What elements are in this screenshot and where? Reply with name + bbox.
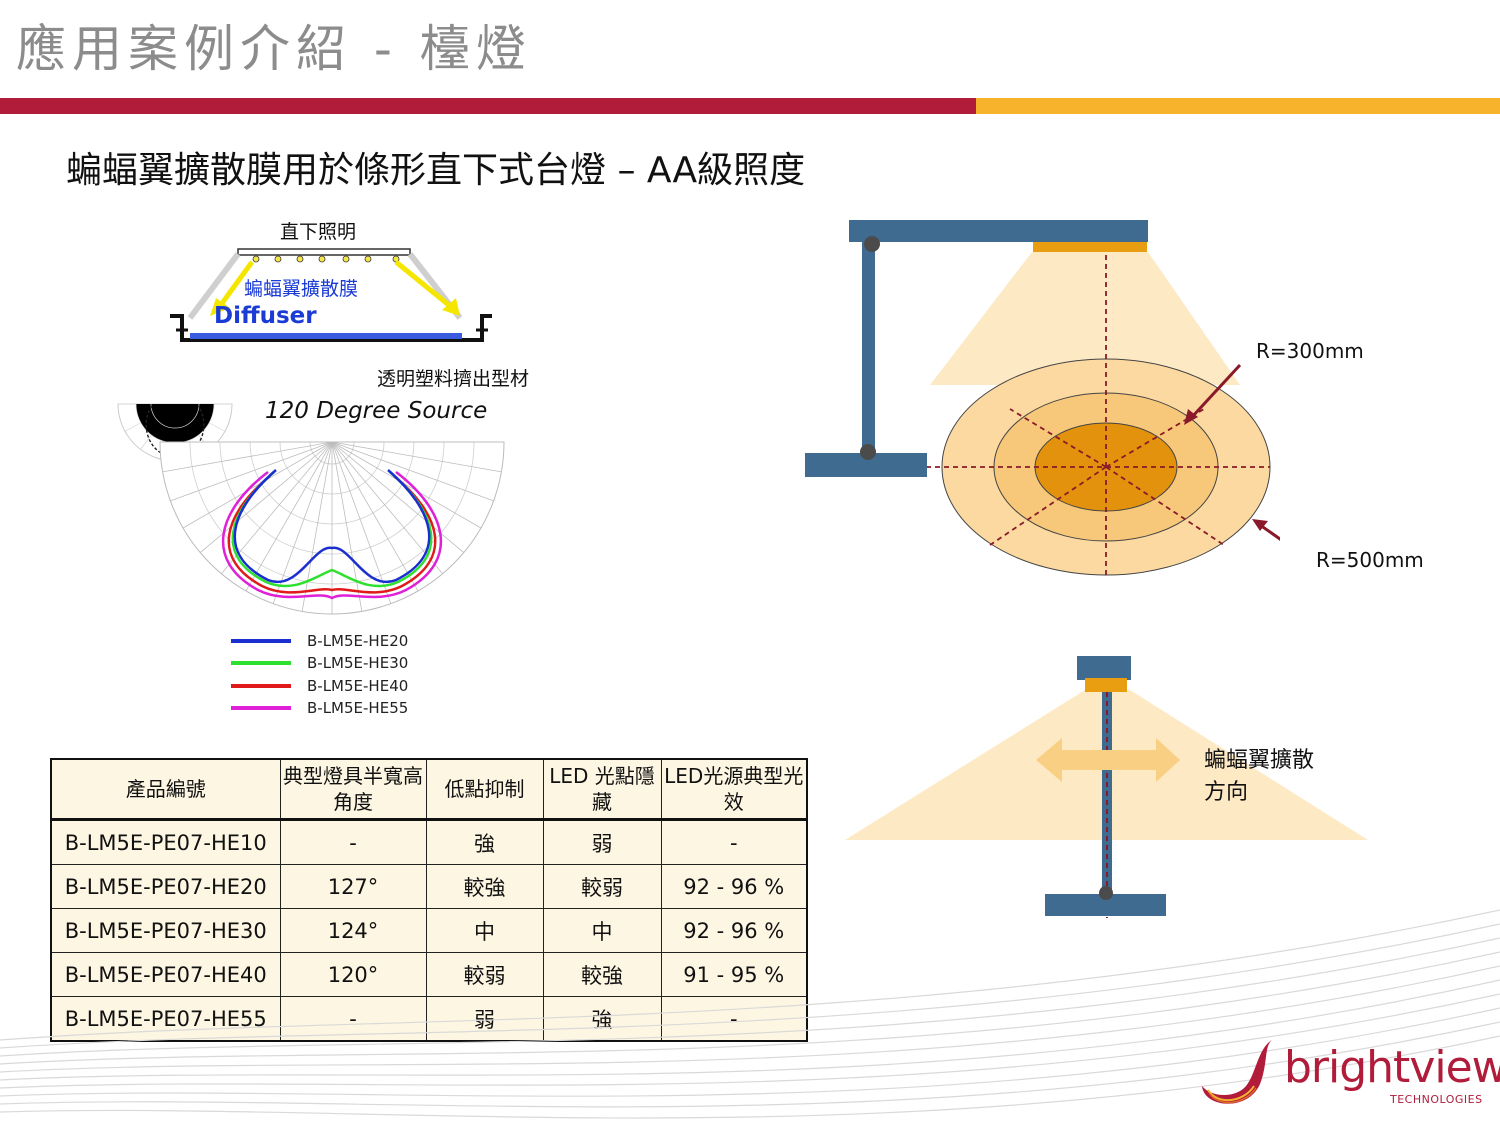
cell-angle: 124°: [279, 908, 427, 953]
cell-suppression: 強: [425, 819, 544, 865]
legend-item-he30: B-LM5E-HE30: [231, 652, 408, 674]
slide-subtitle: 蝙蝠翼擴散膜用於條形直下式台燈 – AA級照度: [66, 150, 806, 191]
brightview-logo-icon: [1202, 1040, 1272, 1104]
cell-efficiency: -: [660, 819, 808, 865]
legend-swatch: [231, 684, 291, 688]
cell-angle: 120°: [279, 952, 427, 997]
table-header-row: 產品編號 典型燈具半寬高角度 低點抑制 LED 光點隱藏 LED光源典型光效: [50, 758, 808, 821]
diffuser-structure-diagram: [170, 248, 492, 342]
legend-item-he55: B-LM5E-HE55: [231, 697, 408, 719]
table-row: B-LM5E-PE07-HE20 127° 較強 較弱 92 - 96 %: [50, 864, 808, 909]
header-led-hotspot-hiding: LED 光點隱藏: [542, 758, 662, 821]
diffuser-label: Diffuser: [214, 303, 317, 329]
cell-hiding: 強: [542, 996, 662, 1042]
cell-angle: 127°: [279, 864, 427, 909]
polar-grid-spoke: [331, 441, 443, 575]
legend-label: B-LM5E-HE55: [307, 699, 409, 717]
cell-product-code: B-LM5E-PE07-HE55: [50, 996, 281, 1042]
extrusion-profile-label: 透明塑料擠出型材: [377, 368, 530, 390]
header-bar-red: [0, 98, 976, 114]
legend-item-he20: B-LM5E-HE20: [231, 630, 408, 652]
source-caption: 120 Degree Source: [265, 398, 488, 424]
lamp-illumination-diagram: [805, 220, 1280, 576]
header-half-width-angle: 典型燈具半寬高角度: [279, 758, 427, 821]
cell-suppression: 中: [425, 908, 544, 953]
cell-efficiency: 92 - 96 %: [660, 908, 808, 953]
decorative-swoosh: [0, 909, 1500, 1119]
polar-grid-spoke: [331, 441, 363, 612]
polar-grid-spoke: [331, 441, 465, 553]
table-row: B-LM5E-PE07-HE10 - 強 弱 -: [50, 819, 808, 865]
polar-grid-spoke: [182, 441, 333, 529]
polar-grid-spoke: [221, 441, 333, 575]
cell-product-code: B-LM5E-PE07-HE40: [50, 952, 281, 997]
cell-product-code: B-LM5E-PE07-HE30: [50, 908, 281, 953]
header-product-code: 產品編號: [50, 758, 281, 821]
table-row: B-LM5E-PE07-HE30 124° 中 中 92 - 96 %: [50, 908, 808, 953]
legend-swatch: [231, 706, 291, 710]
brightview-logo-text: brightview: [1284, 1042, 1500, 1093]
polar-grid-spoke: [331, 441, 502, 473]
legend-swatch: [231, 639, 291, 643]
cell-suppression: 較弱: [425, 952, 544, 997]
polar-grid-spoke: [245, 441, 333, 592]
lamp-side-view-diagram: [845, 656, 1368, 918]
polar-grid-spoke: [162, 441, 333, 473]
series-he30-curve: [231, 471, 433, 588]
legend-swatch: [231, 661, 291, 665]
batwing-film-label: 蝙蝠翼擴散膜: [244, 278, 359, 300]
polar-grid-spoke: [331, 441, 392, 604]
product-spec-table: 產品編號 典型燈具半寬高角度 低點抑制 LED 光點隱藏 LED光源典型光效 B…: [50, 758, 808, 1042]
series-he40-curve: [227, 475, 437, 594]
brightview-logo-subtext: TECHNOLOGIES: [1390, 1093, 1483, 1106]
cell-hiding: 較弱: [542, 864, 662, 909]
cell-hiding: 弱: [542, 819, 662, 865]
cell-product-code: B-LM5E-PE07-HE20: [50, 864, 281, 909]
page-title: 應用案例介紹 - 檯燈: [16, 20, 532, 78]
polar-grid-spoke: [331, 441, 419, 592]
polar-grid-spoke: [170, 441, 333, 502]
header-bar-gold: [976, 98, 1500, 114]
legend-label: B-LM5E-HE30: [307, 654, 409, 672]
polar-distribution-chart: [159, 441, 505, 615]
radius-500-label: R=500mm: [1316, 548, 1424, 572]
polar-grid-spoke: [331, 441, 494, 502]
series-he20-curve: [233, 469, 431, 584]
polar-grid-spoke: [199, 441, 333, 553]
cell-angle: -: [279, 819, 427, 865]
series-he55-curve: [221, 471, 443, 600]
direct-lighting-label: 直下照明: [280, 221, 357, 243]
cell-product-code: B-LM5E-PE07-HE10: [50, 819, 281, 865]
cell-efficiency: 91 - 95 %: [660, 952, 808, 997]
polar-grid-spoke: [331, 441, 482, 529]
header-led-efficiency: LED光源典型光效: [660, 758, 808, 821]
batwing-spread-label: 蝙蝠翼擴散方向: [1204, 748, 1315, 805]
table-row: B-LM5E-PE07-HE40 120° 較弱 較強 91 - 95 %: [50, 952, 808, 997]
legend-item-he40: B-LM5E-HE40: [231, 675, 408, 697]
legend-label: B-LM5E-HE20: [307, 632, 409, 650]
polar-grid-spoke: [272, 441, 333, 604]
radius-300-label: R=300mm: [1256, 339, 1364, 363]
legend-label: B-LM5E-HE40: [307, 677, 409, 695]
header-low-point-suppression: 低點抑制: [425, 758, 544, 821]
polar-grid-spoke: [301, 441, 333, 612]
